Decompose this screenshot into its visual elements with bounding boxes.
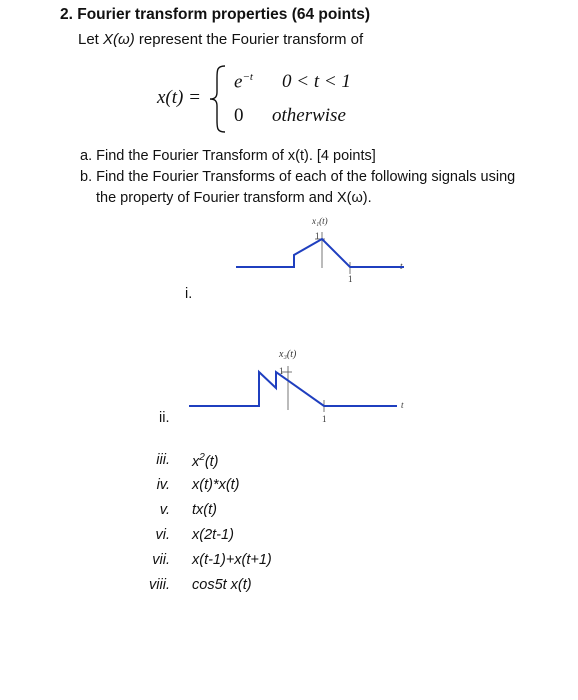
signal-expression: x(t)*x(t) xyxy=(192,477,240,493)
signal-expr-sup: 2 xyxy=(199,452,205,463)
problem-intro: Let X(ω) represent the Fourier transform… xyxy=(78,31,363,48)
signal-label: v. xyxy=(159,502,170,518)
graph2-signal xyxy=(189,369,397,407)
graph2-xtick: 1 xyxy=(322,414,327,424)
graph2-axis-label: t xyxy=(401,400,404,410)
signal-label: iv. xyxy=(156,477,170,493)
signal-expr-base: x xyxy=(192,453,200,470)
graph2-title: x₃(t) xyxy=(278,349,297,360)
graph1-xtick: 1 xyxy=(348,274,353,284)
case1-base: e xyxy=(234,71,243,93)
part-b-line2: the property of Fourier transform and X(… xyxy=(96,190,372,206)
graph-x1: x₁(t) 1 1 t xyxy=(236,216,404,284)
equation-brace xyxy=(209,65,226,133)
intro-prefix: Let xyxy=(78,31,104,48)
signal-expression: cos5t x(t) xyxy=(192,577,252,593)
intro-symbol: X(ω) xyxy=(103,31,135,48)
signal-expression: x2(t) xyxy=(192,452,219,470)
signal-label: viii. xyxy=(149,577,170,593)
signal-expr-post: (t) xyxy=(204,453,219,470)
case1-value: e−t xyxy=(234,71,253,93)
signal-label: vii. xyxy=(152,552,170,568)
signal-expression: x(t-1)+x(t+1) xyxy=(192,552,272,568)
part-a: a. Find the Fourier Transform of x(t). [… xyxy=(80,148,376,164)
signal-label: vi. xyxy=(155,527,171,543)
roman-i: i. xyxy=(185,286,193,302)
graph1-signal xyxy=(236,237,404,268)
case2-value: 0 xyxy=(234,105,244,126)
graph1-title: x₁(t) xyxy=(311,216,328,226)
equation-lhs: x(t) = xyxy=(157,87,201,108)
case1-exponent: −t xyxy=(242,71,253,83)
case1-condition: 0 < t < 1 xyxy=(282,71,351,92)
intro-suffix: represent the Fourier transform of xyxy=(134,31,364,48)
graph1-ytick: 1 xyxy=(315,231,320,241)
graph-x3: x₃(t) 1 1 t xyxy=(189,349,404,424)
part-b-line1: b. Find the Fourier Transforms of each o… xyxy=(80,169,516,185)
signal-expression: tx(t) xyxy=(192,502,217,518)
roman-ii: ii. xyxy=(159,410,170,426)
signal-label: iii. xyxy=(156,452,170,468)
problem-title: 2. Fourier transform properties (64 poin… xyxy=(60,6,371,23)
case2-condition: otherwise xyxy=(272,105,346,126)
signal-expression: x(2t-1) xyxy=(192,527,234,543)
graph2-ytick: 1 xyxy=(279,366,284,376)
